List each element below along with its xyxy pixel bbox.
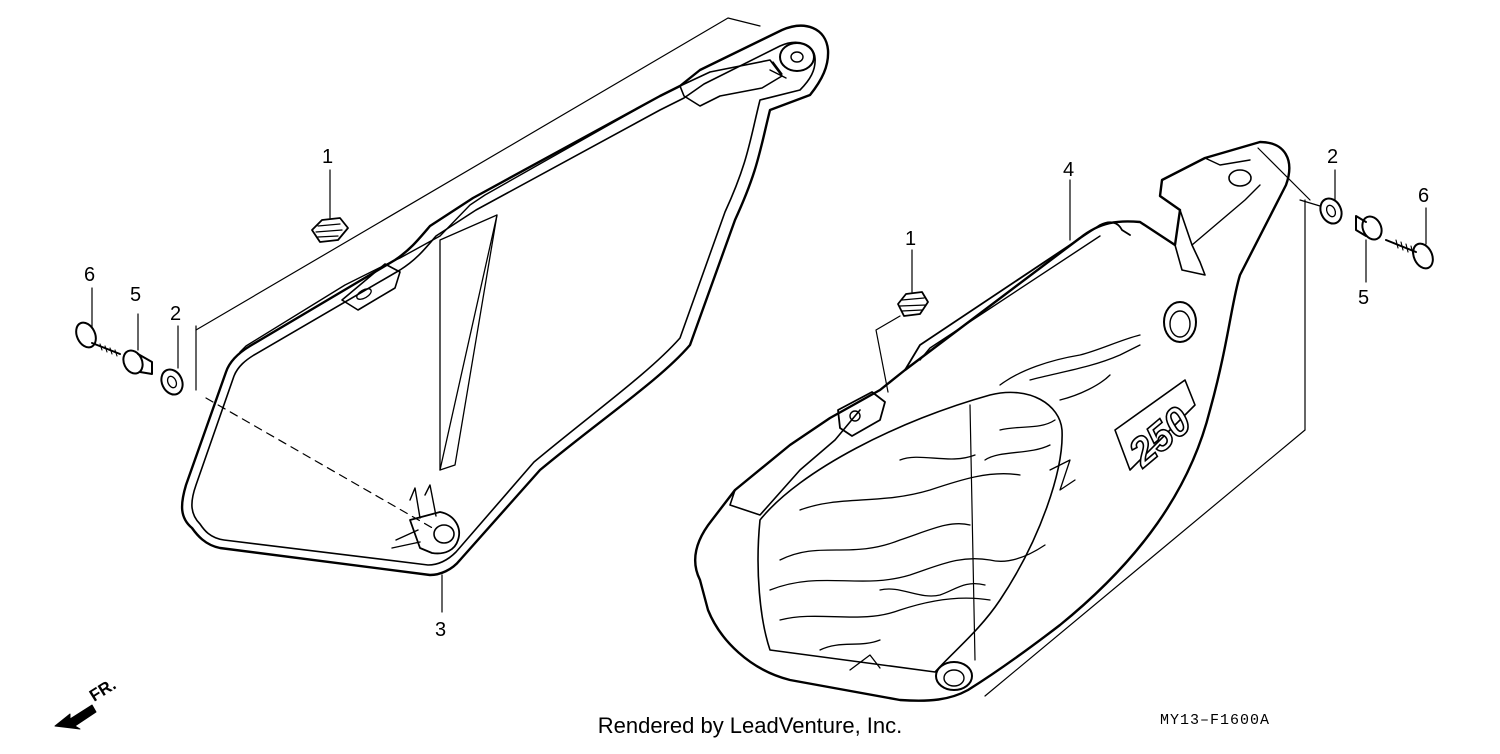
callout-right-grommet: 1 bbox=[905, 228, 916, 250]
callout-right-washer: 5 bbox=[1358, 287, 1369, 309]
left-washer bbox=[122, 313, 153, 375]
callout-left-grommet: 1 bbox=[322, 146, 333, 168]
left-collar bbox=[160, 325, 184, 396]
callout-right-bolt: 6 bbox=[1418, 185, 1429, 207]
front-direction-arrow bbox=[54, 704, 97, 730]
left-grommet bbox=[311, 169, 349, 243]
right-side-cover bbox=[693, 140, 1311, 702]
right-bolt bbox=[1385, 207, 1434, 270]
right-collar bbox=[1299, 169, 1343, 225]
callout-left-collar: 2 bbox=[170, 303, 181, 325]
footer-credit: Rendered by LeadVenture, Inc. bbox=[597, 713, 903, 738]
left-side-cover bbox=[180, 17, 830, 613]
callout-left-bolt: 6 bbox=[84, 264, 95, 286]
callout-left-washer: 5 bbox=[130, 284, 141, 306]
callout-left-cover: 3 bbox=[435, 619, 446, 641]
diagram-code: MY13–F1600A bbox=[1160, 712, 1271, 729]
front-direction-label: FR. bbox=[86, 675, 119, 706]
right-washer bbox=[1355, 215, 1383, 283]
callout-right-cover: 4 bbox=[1063, 159, 1074, 181]
decal-250: 250 bbox=[1120, 399, 1200, 476]
right-grommet bbox=[875, 249, 929, 393]
callout-right-collar: 2 bbox=[1327, 146, 1338, 168]
left-bolt bbox=[75, 287, 121, 357]
